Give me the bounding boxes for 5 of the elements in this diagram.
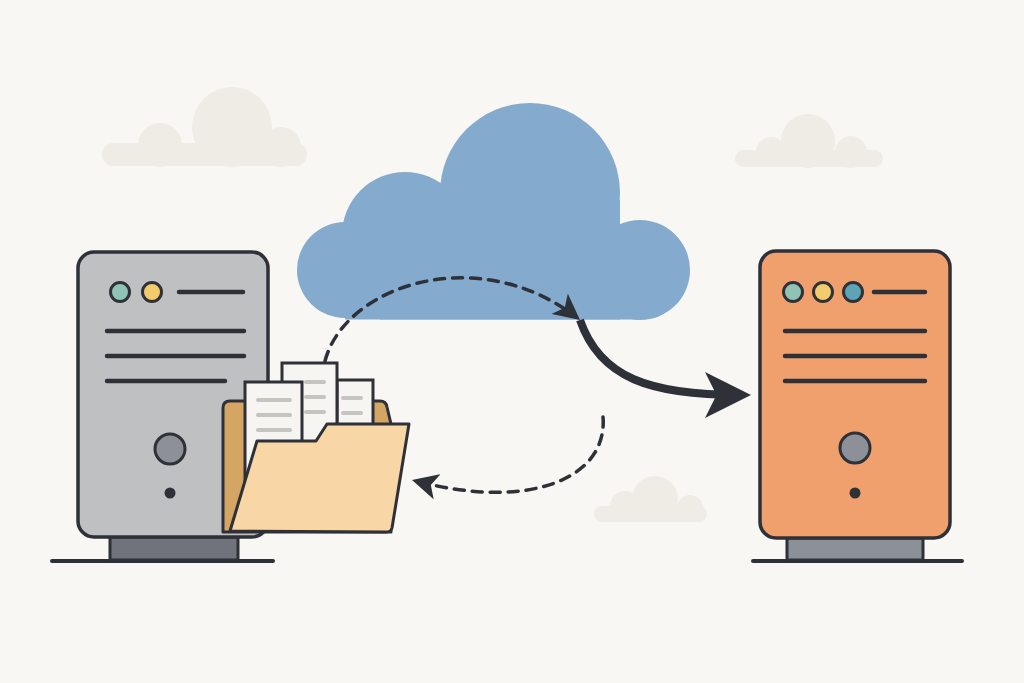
dashed-arrow — [323, 276, 582, 363]
cloud — [297, 103, 690, 320]
folder-with-documents — [221, 361, 412, 534]
dashed-arrow — [410, 415, 605, 499]
thick-arrow — [576, 318, 751, 418]
